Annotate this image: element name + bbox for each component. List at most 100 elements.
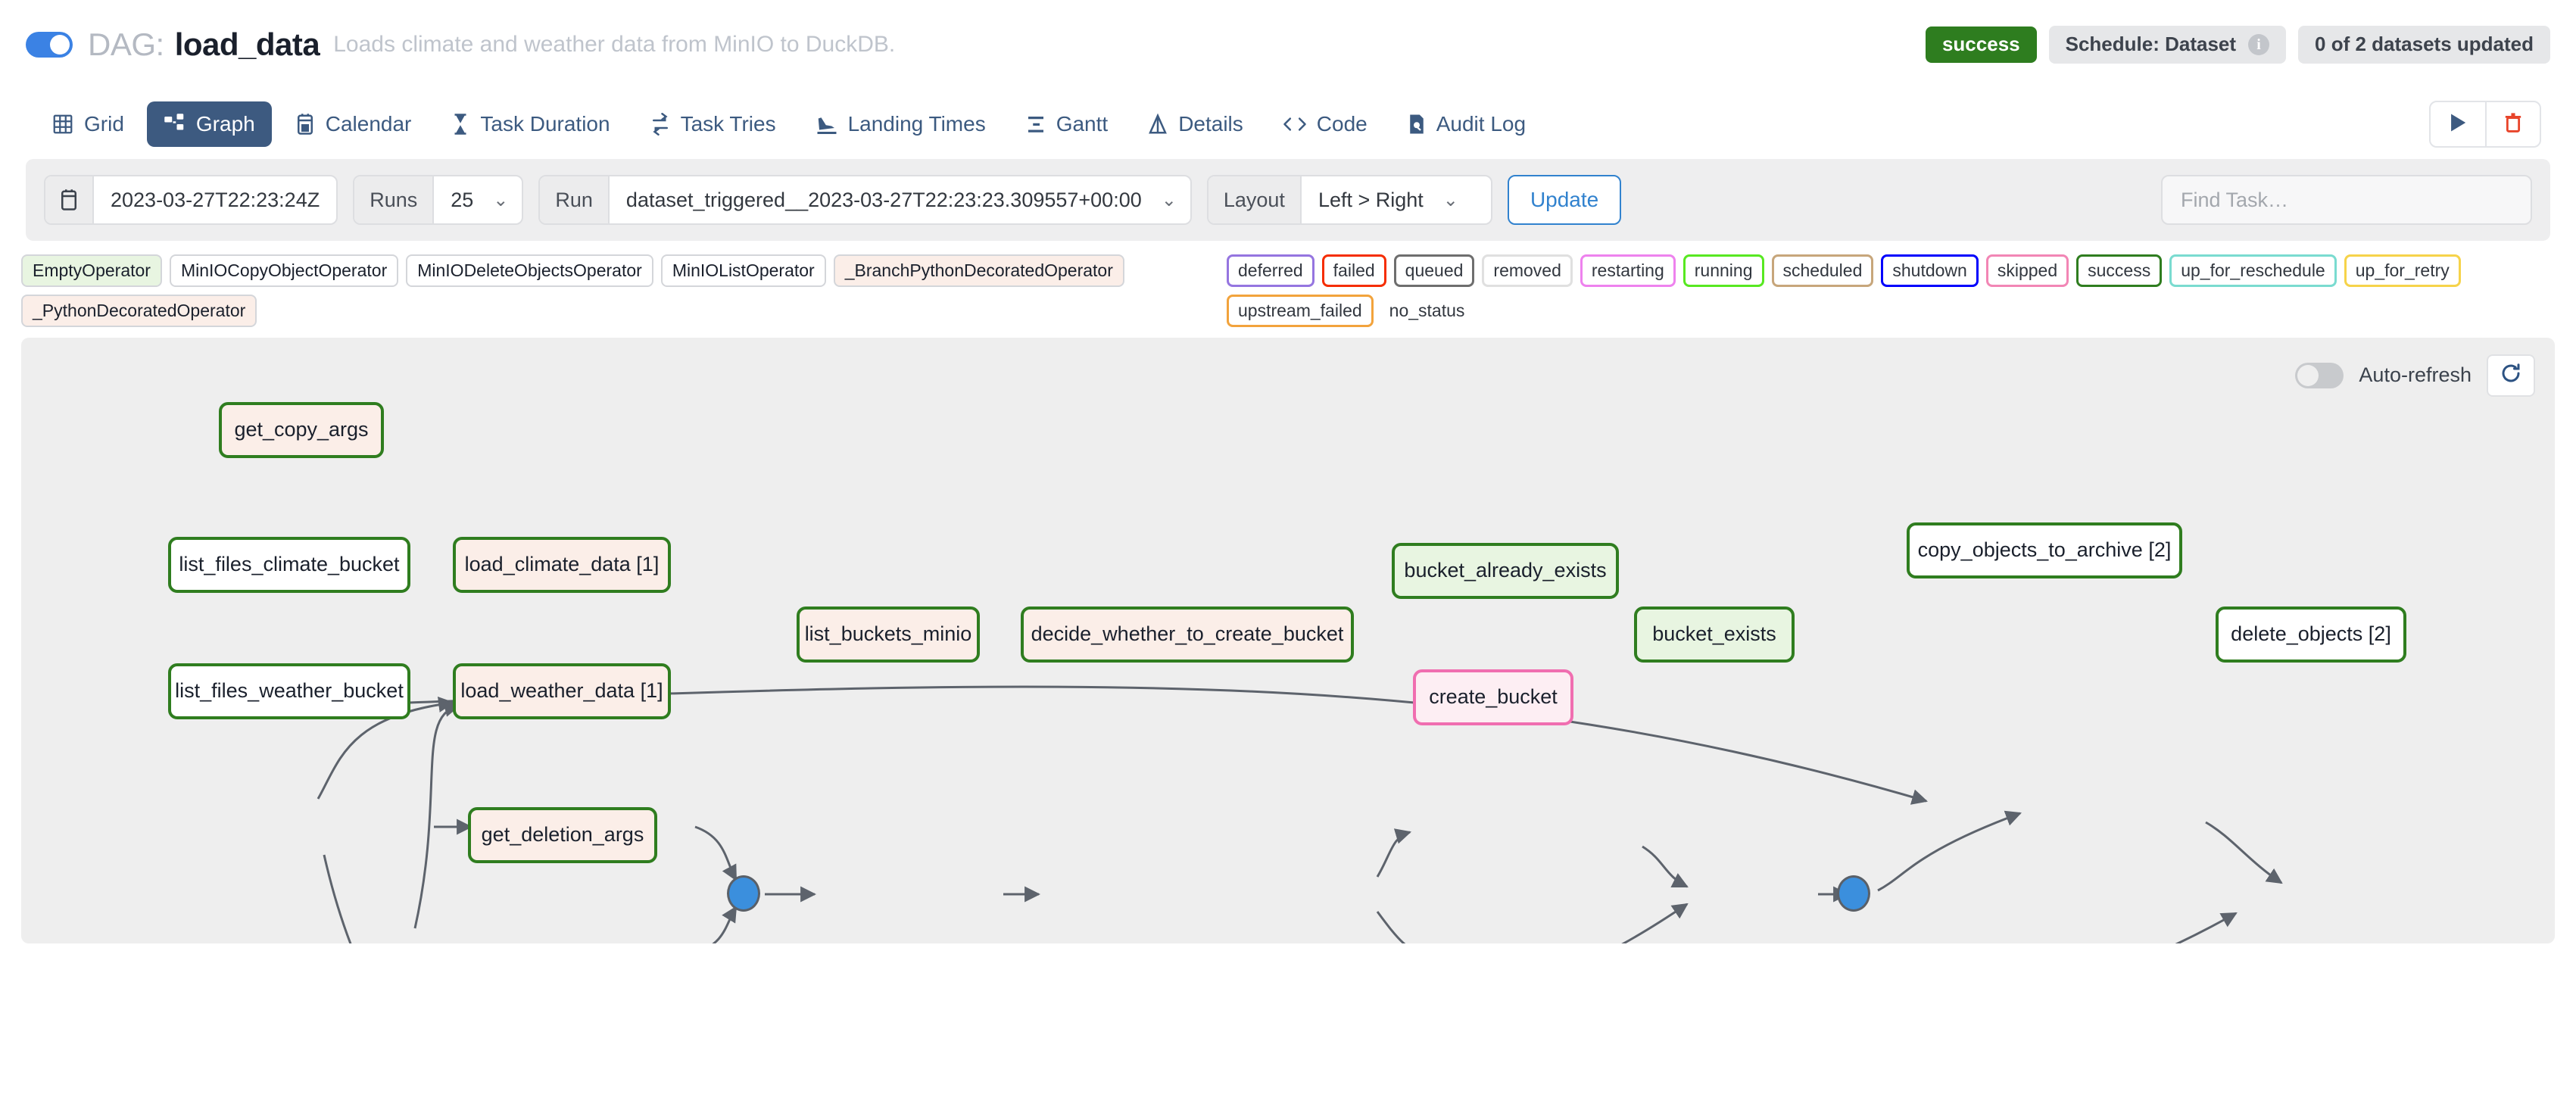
status-legend-badge[interactable]: success xyxy=(2076,254,2163,287)
execution-date-control[interactable]: 2023-03-27T22:23:24Z xyxy=(44,175,338,225)
trigger-dag-button[interactable] xyxy=(2431,102,2485,146)
refresh-icon xyxy=(2500,362,2522,388)
chevron-down-icon: ⌄ xyxy=(1442,189,1458,210)
run-label: Run xyxy=(540,176,610,223)
run-value: dataset_triggered__2023-03-27T22:23:23.3… xyxy=(625,188,1142,211)
tab-landing-times[interactable]: Landing Times xyxy=(799,101,1003,147)
runs-control[interactable]: Runs 25 ⌄ xyxy=(353,175,524,225)
refresh-button[interactable] xyxy=(2487,354,2535,397)
operator-legend-badge[interactable]: MinIOCopyObjectOperator xyxy=(169,254,399,287)
run-filter-bar: 2023-03-27T22:23:24Z Runs 25 ⌄ Run datas… xyxy=(26,159,2550,241)
task-group-entry-joint[interactable] xyxy=(727,875,760,912)
status-legend-badge[interactable]: queued xyxy=(1393,254,1475,287)
chevron-down-icon: ⌄ xyxy=(1161,189,1177,210)
gantt-icon xyxy=(1025,113,1046,136)
graph-node-copy_objects_to_archive[interactable]: copy_objects_to_archive [2] xyxy=(1907,522,2182,578)
graph-node-load_climate_data[interactable]: load_climate_data [1] xyxy=(453,536,671,593)
graph-toolbar: Auto-refresh xyxy=(2295,354,2535,397)
tab-label: Task Duration xyxy=(480,112,610,136)
operator-legend-badge[interactable]: EmptyOperator xyxy=(21,254,162,287)
view-tabbar: Grid Graph Calendar Tas xyxy=(0,89,2576,159)
retry-icon xyxy=(650,113,671,136)
runs-select[interactable]: 25 ⌄ xyxy=(434,176,522,223)
status-legend-badge[interactable]: upstream_failed xyxy=(1227,294,1374,327)
tab-task-duration[interactable]: Task Duration xyxy=(434,101,626,147)
layout-label: Layout xyxy=(1208,176,1302,223)
runs-value: 25 xyxy=(451,188,474,211)
task-group-exit-joint[interactable] xyxy=(1837,875,1870,912)
graph-icon xyxy=(164,113,186,136)
execution-date-input[interactable]: 2023-03-27T22:23:24Z xyxy=(111,188,320,211)
run-select[interactable]: dataset_triggered__2023-03-27T22:23:23.3… xyxy=(610,176,1190,223)
tab-details[interactable]: Details xyxy=(1131,101,1260,147)
dag-pause-toggle[interactable] xyxy=(26,32,73,58)
graph-node-create_bucket[interactable]: create_bucket xyxy=(1413,669,1573,725)
operator-legend-badge[interactable]: MinIOListOperator xyxy=(660,254,826,287)
grid-icon xyxy=(51,113,74,136)
graph-node-list_files_climate_bucket[interactable]: list_files_climate_bucket xyxy=(168,536,410,593)
details-icon xyxy=(1147,113,1168,136)
graph-node-bucket_already_exists[interactable]: bucket_already_exists xyxy=(1392,542,1619,599)
status-legend-badge[interactable]: up_for_retry xyxy=(2344,254,2461,287)
calendar-picker-icon[interactable] xyxy=(45,176,94,223)
tab-task-tries[interactable]: Task Tries xyxy=(633,101,793,147)
update-button[interactable]: Update xyxy=(1507,175,1622,225)
datasets-updated-label: 0 of 2 datasets updated xyxy=(2315,33,2534,56)
landing-icon xyxy=(816,113,838,136)
tab-label: Graph xyxy=(195,112,255,136)
graph-node-load_weather_data[interactable]: load_weather_data [1] xyxy=(453,663,671,719)
tab-label: Calendar xyxy=(325,112,412,136)
layout-select[interactable]: Left > Right ⌄ xyxy=(1302,176,1491,223)
datasets-updated-badge[interactable]: 0 of 2 datasets updated xyxy=(2298,26,2550,64)
status-legend-badge[interactable]: scheduled xyxy=(1771,254,1874,287)
layout-control[interactable]: Layout Left > Right ⌄ xyxy=(1206,175,1492,225)
tab-label: Details xyxy=(1178,112,1243,136)
chevron-down-icon: ⌄ xyxy=(493,189,509,210)
status-legend-badge[interactable]: no_status xyxy=(1389,300,1465,320)
graph-node-get_copy_args[interactable]: get_copy_args xyxy=(219,401,384,458)
layout-value: Left > Right xyxy=(1318,188,1424,211)
code-icon xyxy=(1283,113,1307,136)
tab-audit-log[interactable]: Audit Log xyxy=(1390,101,1542,147)
info-icon[interactable]: i xyxy=(2248,34,2270,55)
status-legend-badge[interactable]: restarting xyxy=(1580,254,1676,287)
dag-description: Loads climate and weather data from MinI… xyxy=(333,32,896,57)
dag-name: load_data xyxy=(174,27,320,62)
tab-gantt[interactable]: Gantt xyxy=(1009,101,1124,147)
find-task-input[interactable]: Find Task… xyxy=(2161,175,2532,225)
delete-dag-button[interactable] xyxy=(2485,102,2540,146)
status-legend-badge[interactable]: shutdown xyxy=(1881,254,1979,287)
tab-code[interactable]: Code xyxy=(1266,101,1384,147)
status-legend-badge[interactable]: failed xyxy=(1321,254,1386,287)
calendar-icon xyxy=(295,113,316,136)
graph-node-bucket_exists[interactable]: bucket_exists xyxy=(1634,606,1795,663)
run-control[interactable]: Run dataset_triggered__2023-03-27T22:23:… xyxy=(538,175,1192,225)
tab-calendar[interactable]: Calendar xyxy=(278,101,429,147)
tab-graph[interactable]: Graph xyxy=(146,101,272,147)
status-legend-badge[interactable]: skipped xyxy=(1985,254,2069,287)
graph-node-delete_objects[interactable]: delete_objects [2] xyxy=(2216,606,2406,663)
graph-node-get_deletion_args[interactable]: get_deletion_args xyxy=(468,806,657,863)
dag-status-badge: success xyxy=(1925,27,2037,63)
tab-label: Audit Log xyxy=(1436,112,1527,136)
graph-node-list_buckets_minio[interactable]: list_buckets_minio xyxy=(797,606,980,663)
auto-refresh-toggle[interactable] xyxy=(2295,362,2344,388)
tab-label: Code xyxy=(1316,112,1368,136)
graph-node-list_files_weather_bucket[interactable]: list_files_weather_bucket xyxy=(168,663,410,719)
hourglass-icon xyxy=(451,113,470,136)
status-legend-badge[interactable]: deferred xyxy=(1227,254,1315,287)
dag-graph-canvas[interactable]: Auto-refresh create_archive_bucket xyxy=(21,337,2555,943)
tab-grid[interactable]: Grid xyxy=(35,101,141,147)
status-legend-badge[interactable]: up_for_reschedule xyxy=(2169,254,2337,287)
operator-legend-badge[interactable]: _PythonDecoratedOperator xyxy=(21,294,257,327)
operator-legend-badge[interactable]: MinIODeleteObjectsOperator xyxy=(406,254,653,287)
graph-node-decide_whether_to_create_bucket[interactable]: decide_whether_to_create_bucket xyxy=(1021,606,1354,663)
status-legend-badge[interactable]: running xyxy=(1683,254,1764,287)
play-icon xyxy=(2448,112,2468,137)
runs-label: Runs xyxy=(354,176,435,223)
operator-legend-badge[interactable]: _BranchPythonDecoratedOperator xyxy=(833,254,1124,287)
status-legend-badge[interactable]: removed xyxy=(1482,254,1573,287)
dag-schedule-badge[interactable]: Schedule: Dataset i xyxy=(2048,26,2287,64)
